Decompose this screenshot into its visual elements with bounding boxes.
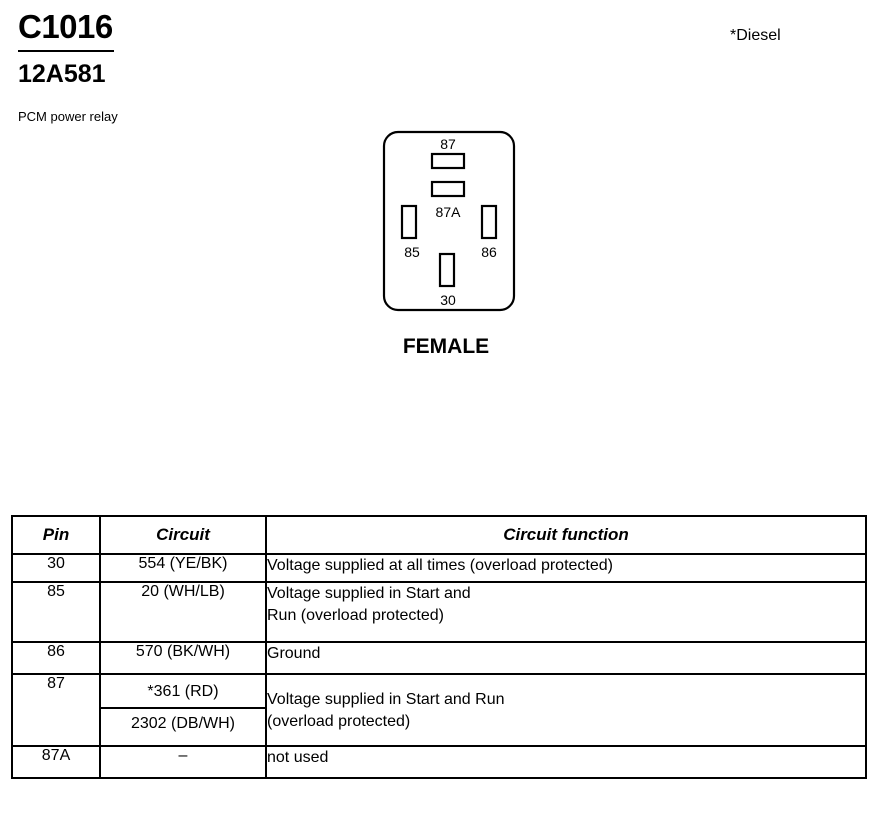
table-header-row: Pin Circuit Circuit function [11,515,867,555]
pin-label-87a: 87A [436,204,462,220]
connector-housing [382,130,516,312]
cell-pin: 87A [11,745,101,779]
cell-function: Ground [265,641,867,675]
terminal-87 [430,152,466,170]
table-row: 87A – not used [11,745,867,779]
diesel-footnote: *Diesel [730,27,781,44]
table-row: 30 554 (YE/BK) Voltage supplied at all t… [11,553,867,583]
cell-circuit-split: *361 (RD) 2302 (DB/WH) [99,673,267,747]
connector-id: C1016 [18,8,113,45]
part-number: 12A581 [18,60,106,88]
connector-gender-label: FEMALE [402,335,490,358]
terminal-87a [430,180,466,198]
pin-label-85: 85 [404,244,420,260]
pin-label-86: 86 [481,244,497,260]
function-line: Ground [267,645,321,662]
function-line: not used [267,749,329,766]
header-circuit: Circuit [99,515,267,555]
cell-circuit: 20 (WH/LB) [99,581,267,643]
cell-pin: 30 [11,553,101,583]
header-pin: Pin [11,515,101,555]
title-underline [18,50,114,52]
cell-pin: 87 [11,673,101,747]
connector-description: PCM power relay [18,109,118,124]
table-row: 87 *361 (RD) 2302 (DB/WH) Voltage suppli… [11,673,867,747]
cell-function: Voltage supplied at all times (overload … [265,553,867,583]
function-line: (overload protected) [267,713,411,730]
function-line: Voltage supplied in Start and Run [267,691,505,708]
cell-pin: 86 [11,641,101,675]
terminal-86 [480,204,498,240]
pin-label-87: 87 [440,136,456,152]
terminal-30 [438,252,456,288]
function-line: Voltage supplied in Start and [267,585,471,602]
cell-circuit: 570 (BK/WH) [99,641,267,675]
terminal-85 [400,204,418,240]
pin-table: Pin Circuit Circuit function 30 554 (YE/… [11,515,867,779]
cell-function: not used [265,745,867,779]
table-row: 86 570 (BK/WH) Ground [11,641,867,675]
connector-face-diagram: 87 87A 85 86 30 [382,130,516,312]
table-row: 85 20 (WH/LB) Voltage supplied in Start … [11,581,867,643]
function-line: Run (overload protected) [267,607,444,624]
cell-circuit: 554 (YE/BK) [99,553,267,583]
circuit-standard: 2302 (DB/WH) [130,715,236,732]
cell-function: Voltage supplied in Start and Run (overl… [265,581,867,643]
header-circuit-function: Circuit function [265,515,867,555]
cell-function: Voltage supplied in Start and Run (overl… [265,673,867,747]
cell-circuit: – [99,745,267,779]
circuit-diesel: *361 (RD) [101,675,265,709]
function-line: Voltage supplied at all times (overload … [267,557,613,574]
cell-pin: 85 [11,581,101,643]
pin-label-30: 30 [440,292,456,308]
